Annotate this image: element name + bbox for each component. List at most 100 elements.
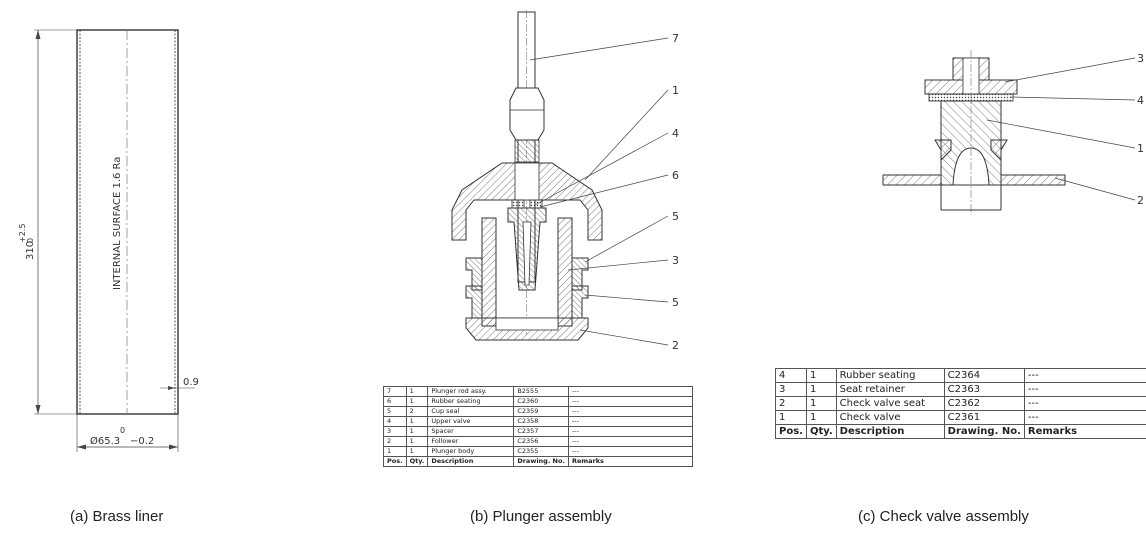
table-cell: Rubber seating (835, 368, 945, 383)
cup-seal-upper-right (571, 257, 589, 291)
diameter-tolerance-lower: −0.2 (130, 436, 154, 447)
balloon-c-2: 2 (1137, 194, 1144, 207)
balloon-2: 2 (672, 339, 679, 352)
balloon-7: 7 (672, 32, 679, 45)
balloon-4: 4 (672, 127, 679, 140)
balloon-6: 6 (672, 169, 679, 182)
table-cell: 1 (805, 410, 837, 425)
balloon-c-4: 4 (1137, 94, 1144, 107)
length-value: 310 (25, 241, 36, 260)
table-cell: Check valve (835, 410, 945, 425)
table-cell: 4 (383, 416, 407, 427)
table-cell: 6 (383, 396, 407, 407)
brass-liner-drawing: INTERNAL SURFACE 1.6 Ra 310 +2.5 0 0.9 Ø… (18, 29, 199, 452)
table-cell: Cup seal (427, 406, 515, 417)
diameter-arrow-left (77, 444, 86, 450)
table-header-cell: Qty. (805, 424, 837, 439)
table-cell: 2 (775, 396, 807, 411)
table-cell: --- (1023, 410, 1146, 425)
table-cell: 1 (405, 416, 429, 427)
check-valve-seat (882, 139, 952, 186)
table-cell: 1 (405, 446, 429, 457)
follower-bore (495, 317, 559, 331)
length-tolerance-upper: +2.5 (18, 224, 27, 243)
cup-seal-upper-left (465, 257, 483, 291)
table-cell: C2363 (943, 382, 1025, 397)
table-cell: 7 (383, 386, 407, 397)
table-cell: C2361 (943, 410, 1025, 425)
rod-threaded-neck (514, 139, 540, 163)
length-tolerance-lower: 0 (26, 238, 35, 243)
diameter-arrow-right (169, 444, 178, 450)
check-valve-leaders (986, 57, 1136, 201)
check-valve-seat-right (990, 139, 1066, 186)
table-cell: --- (1023, 396, 1146, 411)
table-cell: --- (1023, 382, 1146, 397)
table-cell: 1 (405, 426, 429, 437)
table-cell: 4 (775, 368, 807, 383)
balloon-1: 1 (672, 84, 679, 97)
table-header-cell: Remarks (567, 456, 694, 467)
table-cell: 1 (405, 396, 429, 407)
length-arrow-bottom (35, 405, 41, 414)
table-cell: C2356 (513, 436, 569, 447)
table-cell: Follower (427, 436, 515, 447)
rod-hex-nut (509, 87, 545, 141)
table-header-cell: Remarks (1023, 424, 1146, 439)
table-cell: Rubber seating (427, 396, 515, 407)
table-cell: 1 (805, 382, 837, 397)
diameter-tolerance-upper: 0 (120, 426, 125, 435)
table-cell: 2 (405, 406, 429, 417)
cup-seal-lower-right (571, 285, 589, 319)
table-cell: 3 (383, 426, 407, 437)
table-cell: --- (1023, 368, 1146, 383)
spacer-right-wall (557, 217, 573, 327)
table-cell: 1 (405, 436, 429, 447)
table-header-cell: Drawing. No. (513, 456, 569, 467)
table-cell: 1 (405, 386, 429, 397)
table-cell: C2360 (513, 396, 569, 407)
table-cell: --- (567, 406, 694, 417)
table-header-cell: Drawing. No. (943, 424, 1025, 439)
surface-finish-note: INTERNAL SURFACE 1.6 Ra (112, 157, 123, 290)
table-header-cell: Qty. (405, 456, 429, 467)
check-valve-drawing: 3 4 1 2 (882, 50, 1144, 215)
balloon-leaders (529, 37, 669, 346)
spacer-left-wall (481, 217, 497, 327)
plunger-body (451, 162, 603, 241)
table-cell: C2359 (513, 406, 569, 417)
diameter-value: Ø65.3 (90, 435, 120, 447)
table-cell: Check valve seat (835, 396, 945, 411)
length-arrow-top (35, 30, 41, 39)
table-cell: --- (567, 426, 694, 437)
balloon-5-lower: 5 (672, 296, 679, 309)
balloon-3: 3 (672, 254, 679, 267)
caption-check-valve-assembly: (c) Check valve assembly (858, 508, 1029, 525)
table-cell: B2555 (513, 386, 569, 397)
table-cell: C2355 (513, 446, 569, 457)
table-header-cell: Description (427, 456, 515, 467)
table-header-cell: Description (835, 424, 945, 439)
balloon-c-1: 1 (1137, 142, 1144, 155)
table-cell: C2364 (943, 368, 1025, 383)
balloon-c-3: 3 (1137, 52, 1144, 65)
upper-valve-slot (522, 221, 532, 286)
table-cell: C2358 (513, 416, 569, 427)
wall-thickness-arrow (168, 386, 175, 390)
wall-thickness-value: 0.9 (183, 377, 199, 388)
table-cell: 2 (383, 436, 407, 447)
table-cell: --- (567, 386, 694, 397)
